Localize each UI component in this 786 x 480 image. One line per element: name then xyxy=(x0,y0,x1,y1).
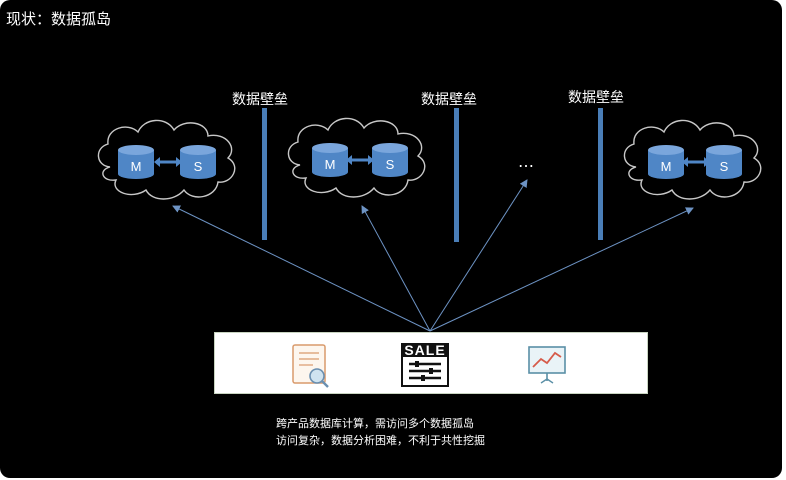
slave-db-icon: S xyxy=(372,143,408,177)
slave-db-icon: S xyxy=(706,145,742,179)
master-db-label: M xyxy=(661,159,672,174)
access-arrows xyxy=(172,179,694,332)
master-db-label: M xyxy=(325,157,336,172)
wall-label-3: 数据壁垒 xyxy=(568,90,624,106)
chart-board-icon xyxy=(528,346,566,384)
wall-label-1: 数据壁垒 xyxy=(232,92,288,108)
description-line-2: 访问复杂，数据分析困难，不利于共性挖掘 xyxy=(276,434,485,447)
analysis-toolbox: SALE xyxy=(214,332,648,394)
page-title: 现状：数据孤岛 xyxy=(6,10,112,28)
db-cluster-3: M S xyxy=(623,119,762,200)
slave-db-label: S xyxy=(720,159,729,174)
data-wall-2 xyxy=(454,108,459,242)
ellipsis-label: … xyxy=(518,152,534,171)
sync-arrow-icon xyxy=(346,155,374,165)
arrow-to-ellipsis xyxy=(429,179,528,332)
slave-db-label: S xyxy=(386,157,395,172)
master-db-icon: M xyxy=(648,145,684,179)
master-db-label: M xyxy=(131,159,142,174)
slave-db-label: S xyxy=(194,159,203,174)
sale-label: SALE xyxy=(404,342,445,358)
arrow-to-cluster-2 xyxy=(361,205,431,332)
master-db-icon: M xyxy=(118,145,154,179)
db-cluster-1: M S xyxy=(97,119,236,200)
data-wall-1 xyxy=(262,108,267,240)
description-line-1: 跨产品数据库计算，需访问多个数据孤岛 xyxy=(276,417,474,430)
data-wall-3 xyxy=(598,108,603,240)
sync-arrow-icon xyxy=(154,157,182,167)
master-db-icon: M xyxy=(312,143,348,177)
document-search-icon xyxy=(292,344,329,388)
arrow-to-cluster-3 xyxy=(429,207,694,332)
slave-db-icon: S xyxy=(180,145,216,179)
arrow-to-cluster-1 xyxy=(172,205,431,332)
sale-settings-icon: SALE xyxy=(401,342,449,387)
wall-label-2: 数据壁垒 xyxy=(421,92,477,108)
db-cluster-2: M S xyxy=(287,117,426,198)
